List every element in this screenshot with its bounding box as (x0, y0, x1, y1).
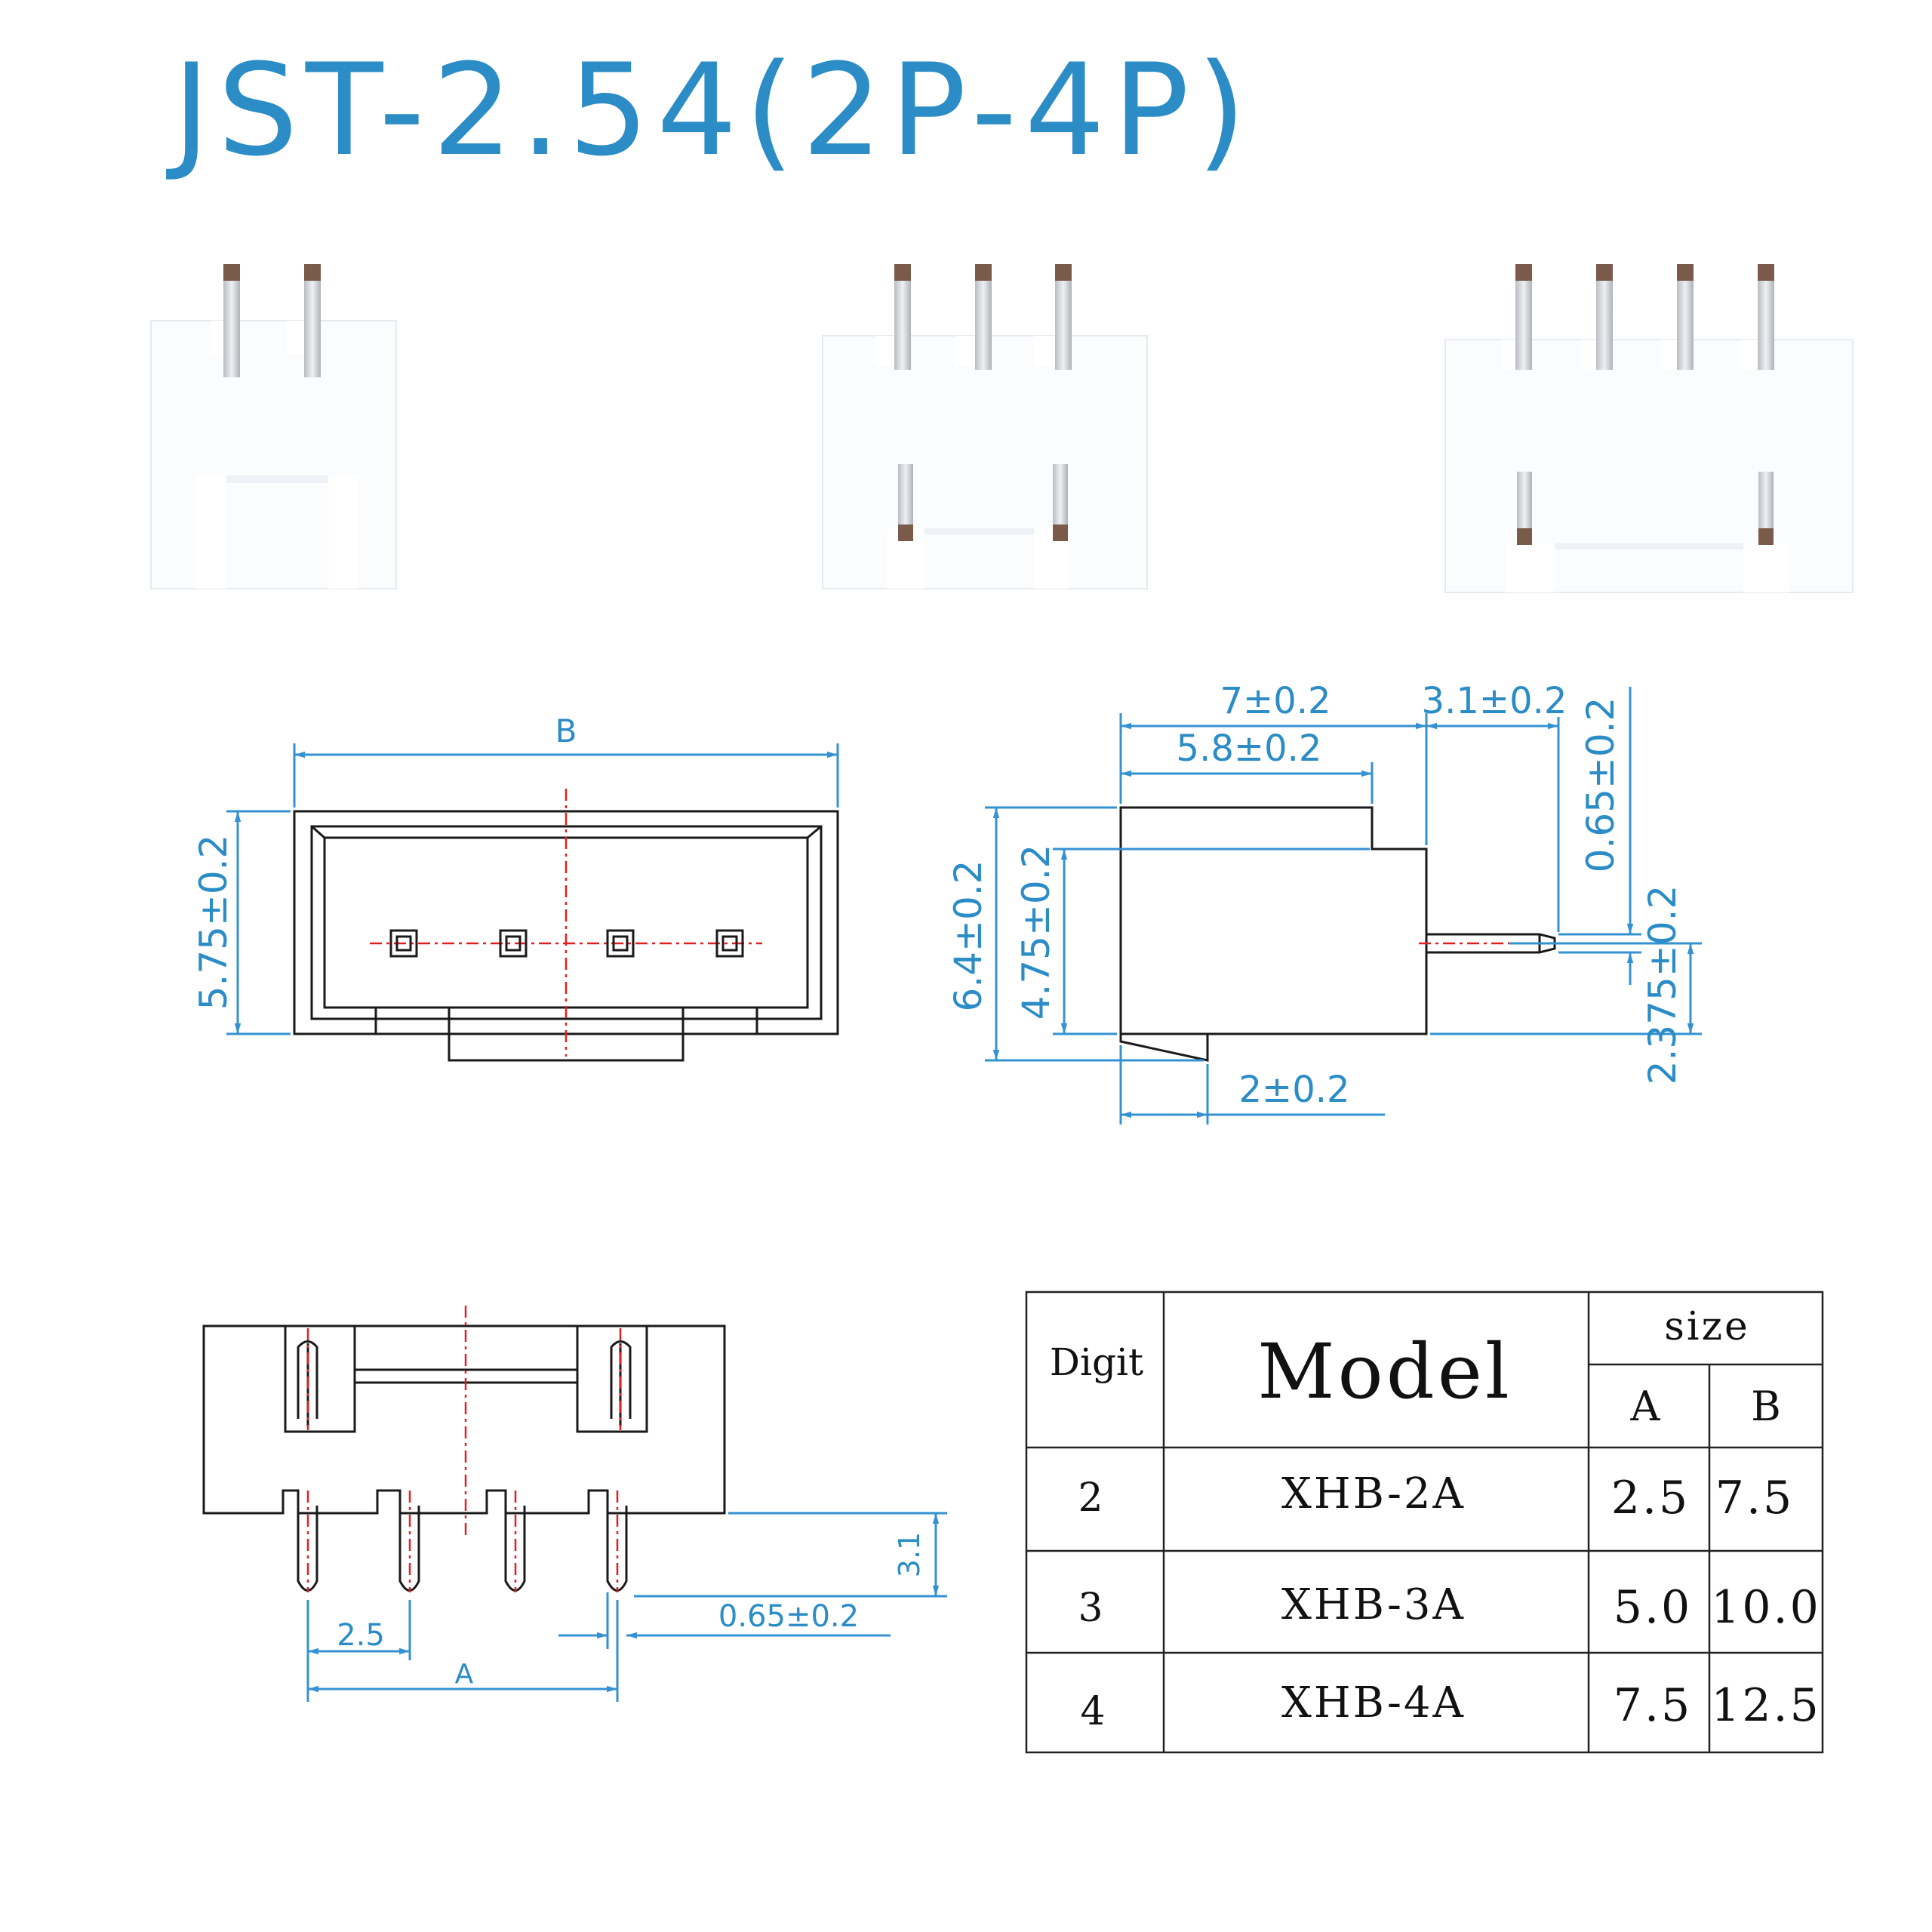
dimension-2-5-label: 2.5 (337, 1618, 385, 1653)
dimension-2-label: 2±0.2 (1238, 1069, 1349, 1111)
table-cell-a: 2.5 (1611, 1472, 1690, 1524)
front-view-drawing (226, 743, 839, 1062)
table-cell-model: XHB-4A (1281, 1678, 1466, 1727)
dimension-3-1-pin-label: 3.1 (893, 1532, 926, 1577)
size-table (1025, 1291, 1824, 1754)
connector-photo-4p (1444, 264, 1854, 593)
pin-squares (389, 929, 744, 958)
table-cell-a: 5.0 (1614, 1581, 1692, 1634)
table-row: 3 XHB-3A 5.0 10.0 (1078, 1580, 1821, 1634)
dimension-0-65-label: 0.65±0.2 (1579, 697, 1623, 873)
table-header-b: B (1751, 1383, 1781, 1430)
table-cell-model: XHB-3A (1281, 1580, 1466, 1629)
dimension-3-1-label: 3.1±0.2 (1422, 680, 1567, 722)
table-cell-b: 10.0 (1711, 1581, 1821, 1634)
table-cell-digit: 4 (1080, 1689, 1105, 1734)
bottom-view-drawing (202, 1306, 947, 1702)
dimension-4-75-label: 4.75±0.2 (1014, 844, 1058, 1020)
table-header-digit: Digit (1050, 1340, 1143, 1384)
table-cell-digit: 3 (1078, 1586, 1103, 1631)
dimension-a-label: A (455, 1659, 474, 1690)
table-cell-b: 12.5 (1711, 1679, 1821, 1732)
table-row: 2 XHB-2A 2.5 7.5 (1078, 1469, 1794, 1524)
table-cell-a: 7.5 (1614, 1679, 1692, 1732)
dimension-2-375-label: 2.375±0.2 (1641, 885, 1684, 1085)
dimension-7-label: 7±0.2 (1220, 680, 1331, 722)
connector-photo-2p (150, 264, 397, 589)
table-header-a: A (1630, 1383, 1661, 1430)
table-cell-b: 7.5 (1715, 1472, 1794, 1524)
bottom-pins (297, 1506, 628, 1592)
table-cell-model: XHB-2A (1281, 1469, 1466, 1518)
dimension-5-75-label: 5.75±0.2 (192, 835, 235, 1011)
table-cell-digit: 2 (1078, 1475, 1103, 1521)
page-title: JST-2.54(2P-4P) (172, 36, 1254, 184)
table-row: 4 XHB-4A 7.5 12.5 (1080, 1678, 1821, 1734)
dimension-b-label: B (555, 712, 577, 749)
side-view-drawing (985, 687, 1702, 1124)
dimension-5-8-label: 5.8±0.2 (1177, 728, 1322, 770)
table-header-size: size (1664, 1304, 1750, 1349)
dimension-6-4-label: 6.4±0.2 (946, 860, 990, 1012)
table-header-model: Model (1257, 1327, 1512, 1416)
dimension-0-65-pin-label: 0.65±0.2 (718, 1599, 859, 1634)
connector-photo-3p (822, 264, 1148, 589)
